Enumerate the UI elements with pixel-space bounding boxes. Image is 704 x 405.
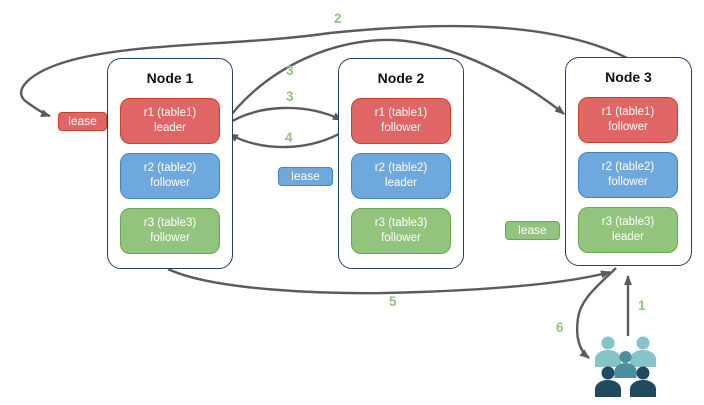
replica-role: follower bbox=[150, 232, 190, 244]
replica-label: r2 (table2) bbox=[143, 162, 197, 175]
replica-role: follower bbox=[381, 122, 421, 134]
user-back-right-head bbox=[636, 336, 650, 350]
user-front-right-head bbox=[636, 366, 650, 380]
node2-replica-r3: r3 (table3) follower bbox=[351, 208, 451, 254]
user-back-left-head bbox=[601, 336, 615, 350]
step-label-3a: 3 bbox=[286, 63, 294, 78]
step-label-6: 6 bbox=[556, 320, 564, 335]
arrow-step3-node1-to-node2 bbox=[223, 106, 343, 127]
replica-label: r2 (table2) bbox=[601, 161, 655, 174]
step-label-3b: 3 bbox=[286, 89, 294, 104]
replica-label: r1 (table1) bbox=[143, 107, 197, 120]
node3-replica-r2: r2 (table2) follower bbox=[578, 152, 678, 198]
node-1-box: Node 1 r1 (table1) leader r2 (table2) fo… bbox=[107, 58, 233, 269]
node2-replica-r2: r2 (table2) leader bbox=[351, 153, 451, 199]
node-3-box: Node 3 r1 (table1) follower r2 (table2) … bbox=[565, 57, 692, 266]
replica-role: leader bbox=[154, 122, 186, 134]
user-front-left-body bbox=[595, 380, 621, 397]
replica-role: follower bbox=[150, 177, 190, 189]
node2-replica-r1: r1 (table1) follower bbox=[351, 98, 451, 144]
node1-replica-r1: r1 (table1) leader bbox=[120, 98, 220, 144]
arrow-step2-node3-to-lease1 bbox=[20, 24, 628, 118]
arrow-step3-node1-to-node3 bbox=[223, 38, 565, 125]
node3-replica-r3: r3 (table3) leader bbox=[578, 207, 678, 253]
step-label-5: 5 bbox=[389, 294, 397, 309]
replica-label: r1 (table1) bbox=[374, 107, 428, 120]
lease-tag-red: lease bbox=[58, 112, 107, 131]
node3-replica-r1: r1 (table1) follower bbox=[578, 97, 678, 143]
replica-role: follower bbox=[608, 176, 648, 188]
node1-replica-r2: r2 (table2) follower bbox=[120, 153, 220, 199]
arrow-step6-node3-to-clients bbox=[575, 267, 617, 359]
replica-role: leader bbox=[612, 231, 644, 243]
node-2-title: Node 2 bbox=[377, 70, 425, 86]
user-back-left-body bbox=[595, 350, 621, 367]
replica-role: follower bbox=[608, 121, 648, 133]
arrow-step5-node1-to-node3 bbox=[167, 267, 611, 295]
user-middle-body bbox=[614, 363, 637, 378]
replica-label: r3 (table3) bbox=[143, 217, 197, 230]
replica-label: r3 (table3) bbox=[601, 216, 655, 229]
replica-role: leader bbox=[385, 177, 417, 189]
lease-tag-green: lease bbox=[505, 221, 560, 240]
node1-replica-r3: r3 (table3) follower bbox=[120, 208, 220, 254]
lease-tag-blue: lease bbox=[278, 167, 333, 186]
replica-role: follower bbox=[381, 232, 421, 244]
user-front-right-body bbox=[630, 380, 656, 397]
user-front-left-head bbox=[601, 366, 615, 380]
user-middle-head bbox=[619, 351, 632, 363]
step-label-1: 1 bbox=[638, 298, 646, 313]
node-3-title: Node 3 bbox=[605, 69, 652, 85]
user-back-right-body bbox=[630, 350, 656, 367]
users-group-icon bbox=[595, 336, 656, 397]
replica-label: r2 (table2) bbox=[374, 162, 428, 175]
step-label-2: 2 bbox=[334, 11, 342, 26]
step-label-4: 4 bbox=[285, 130, 293, 145]
replica-label: r3 (table3) bbox=[374, 217, 428, 230]
replica-label: r1 (table1) bbox=[601, 106, 655, 119]
arrow-step4-node2-to-node1 bbox=[228, 128, 347, 149]
node-2-box: Node 2 r1 (table1) follower r2 (table2) … bbox=[338, 58, 464, 269]
node-1-title: Node 1 bbox=[146, 70, 194, 86]
